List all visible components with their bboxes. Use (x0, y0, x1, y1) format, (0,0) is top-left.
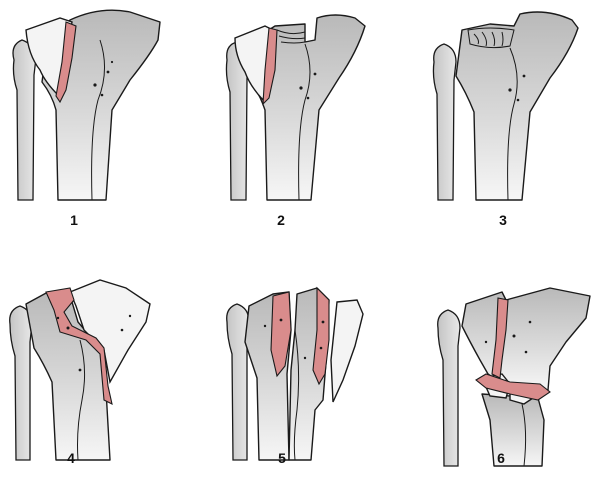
panel-6: 6 (410, 270, 595, 494)
panel-label-5: 5 (278, 450, 286, 466)
panel-2: 2 (205, 0, 405, 240)
panel-4: 4 (0, 270, 200, 494)
panel-label-6: 6 (497, 450, 505, 466)
panel-5: 5 (205, 270, 405, 494)
tibia-fracture-type-3-illustration (432, 11, 579, 201)
panel-label-1: 1 (70, 212, 78, 228)
panel-3: 3 (410, 0, 595, 240)
panel-label-3: 3 (499, 212, 507, 228)
panel-1: 1 (0, 0, 200, 240)
tibia-fracture-type-6-illustration (437, 287, 591, 467)
tibia-fracture-type-4-illustration (9, 279, 151, 461)
panel-label-4: 4 (67, 450, 75, 466)
tibia-fracture-type-1-illustration (12, 9, 161, 201)
tibia-fracture-type-2-illustration (225, 14, 366, 201)
tibia-fracture-type-5-illustration (226, 286, 364, 461)
panel-label-2: 2 (277, 212, 285, 228)
